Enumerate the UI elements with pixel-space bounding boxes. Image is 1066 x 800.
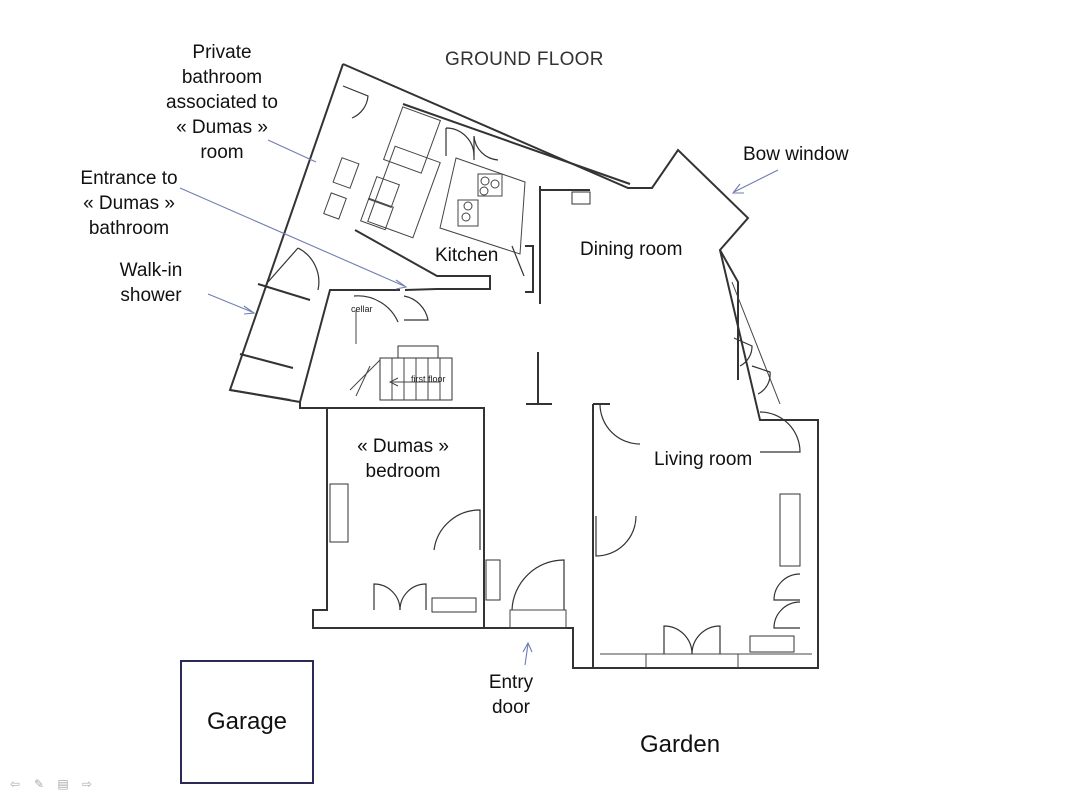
- prev-slide-icon[interactable]: ⇦: [9, 777, 21, 791]
- label-dumas-bedroom: « Dumas » bedroom: [346, 434, 460, 484]
- label-line: Entrance to: [80, 168, 178, 189]
- outer-walls: [228, 63, 819, 669]
- garage-outline: [180, 660, 314, 784]
- label-garage: Garage: [206, 708, 288, 735]
- next-slide-icon[interactable]: ⇨: [81, 777, 93, 791]
- stairs: [349, 295, 453, 401]
- annotation-arrows: [179, 139, 779, 666]
- label-line: associated to: [166, 92, 278, 113]
- label-bow-window: Bow window: [743, 144, 849, 165]
- label-line: door: [491, 697, 531, 718]
- label-line: bathroom: [181, 67, 263, 88]
- label-walk-in-shower: Walk-in shower: [108, 258, 194, 308]
- label-cellar: cellar: [351, 304, 373, 314]
- label-line: room: [200, 142, 244, 163]
- label-entry-door: Entry door: [480, 670, 542, 720]
- menu-icon[interactable]: ▤: [57, 777, 69, 791]
- label-line: Entry: [488, 672, 534, 693]
- kitchen-counter: [439, 127, 526, 277]
- label-private-bathroom: Private bathroom associated to « Dumas »…: [156, 40, 288, 165]
- floor-title: GROUND FLOOR: [445, 49, 604, 70]
- label-garden: Garden: [640, 731, 721, 758]
- label-line: Walk-in: [119, 260, 183, 281]
- label-dining-room: Dining room: [580, 239, 683, 260]
- slideshow-nav: ⇦ ✎ ▤ ⇨: [6, 776, 96, 794]
- label-kitchen: Kitchen: [435, 245, 499, 266]
- pen-icon[interactable]: ✎: [33, 777, 45, 791]
- inner-walls: [229, 103, 781, 405]
- bedroom-details: [329, 483, 501, 613]
- label-line: « Dumas »: [176, 117, 268, 138]
- label-entrance-dumas-bathroom: Entrance to « Dumas » bathroom: [70, 166, 188, 241]
- room-details: [571, 191, 812, 668]
- label-line: shower: [120, 285, 182, 306]
- bathroom-fixtures: [267, 85, 442, 291]
- label-first-floor: first floor: [411, 374, 446, 384]
- label-living-room: Living room: [654, 449, 753, 470]
- label-line: bathroom: [88, 218, 170, 239]
- label-line: Private: [192, 42, 252, 63]
- label-line: « Dumas »: [83, 193, 175, 214]
- entry-door-symbol: [509, 559, 567, 629]
- label-line: « Dumas »: [357, 436, 449, 457]
- label-line: bedroom: [365, 461, 441, 482]
